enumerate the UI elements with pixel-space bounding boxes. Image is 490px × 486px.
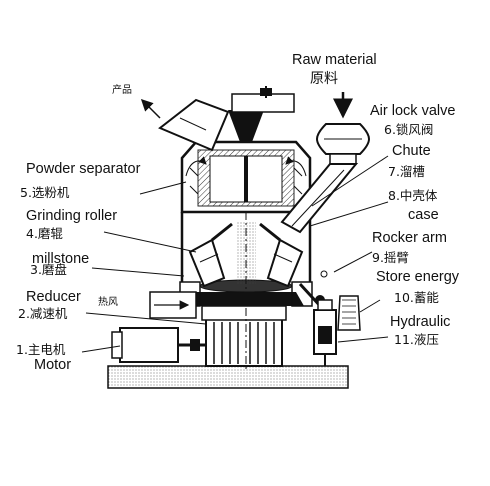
middle-shell-label-en: case xyxy=(408,207,439,223)
separator-top xyxy=(228,86,295,142)
air-lock-valve-label-zh: 6.锁风阀 xyxy=(384,122,434,137)
hydraulic-label-en: Hydraulic xyxy=(390,314,451,330)
store-energy-label-en: Store energy xyxy=(376,269,460,285)
reducer-label-zh: 2.减速机 xyxy=(18,306,68,321)
chute-label-en: Chute xyxy=(392,143,431,159)
millstone-label-zh: 3.磨盘 xyxy=(30,262,67,277)
raw-material-label-zh: 原料 xyxy=(310,71,338,87)
powder-separator xyxy=(180,140,312,214)
grinding-roller-left xyxy=(188,222,233,288)
motor-label-zh: 1.主电机 xyxy=(16,342,66,357)
leader-lines xyxy=(81,155,389,353)
hot-air-label-zh: 热风 xyxy=(98,297,118,308)
reducer-label-en: Reducer xyxy=(26,289,81,305)
rocker-arm-label-en: Rocker arm xyxy=(372,230,447,246)
millstone-label-en: millstone xyxy=(32,251,90,267)
store-energy xyxy=(337,295,361,331)
motor-label-en: Motor xyxy=(34,357,72,373)
air-lock-valve-label-en: Air lock valve xyxy=(370,103,456,119)
foundation xyxy=(107,365,349,389)
grinding-roller-label-zh: 4.磨辊 xyxy=(26,226,63,241)
middle-shell-label-zh: 8.中壳体 xyxy=(388,188,438,203)
product-outlet xyxy=(140,98,230,152)
product-label-zh: 产品 xyxy=(112,85,132,96)
powder-separator-label-en: Powder separator xyxy=(26,161,141,177)
store-energy-label-zh: 10.蓄能 xyxy=(394,290,439,305)
grinding-roller-label-en: Grinding roller xyxy=(26,208,118,224)
main-motor xyxy=(111,327,206,363)
rocker-arm-label-zh: 9.摇臂 xyxy=(372,250,409,265)
hydraulic-cylinder xyxy=(313,299,337,366)
powder-separator-label-zh: 5.选粉机 xyxy=(20,185,70,200)
reducer xyxy=(201,305,287,367)
hydraulic-label-zh: 11.液压 xyxy=(394,332,439,347)
air-lock-valve xyxy=(316,123,370,165)
chute xyxy=(280,163,359,234)
raw-material-label-en: Raw material xyxy=(292,52,377,68)
grinding-roller-right xyxy=(259,222,304,288)
hot-air-inlet xyxy=(149,291,197,319)
chute-label-zh: 7.溜槽 xyxy=(388,164,425,179)
